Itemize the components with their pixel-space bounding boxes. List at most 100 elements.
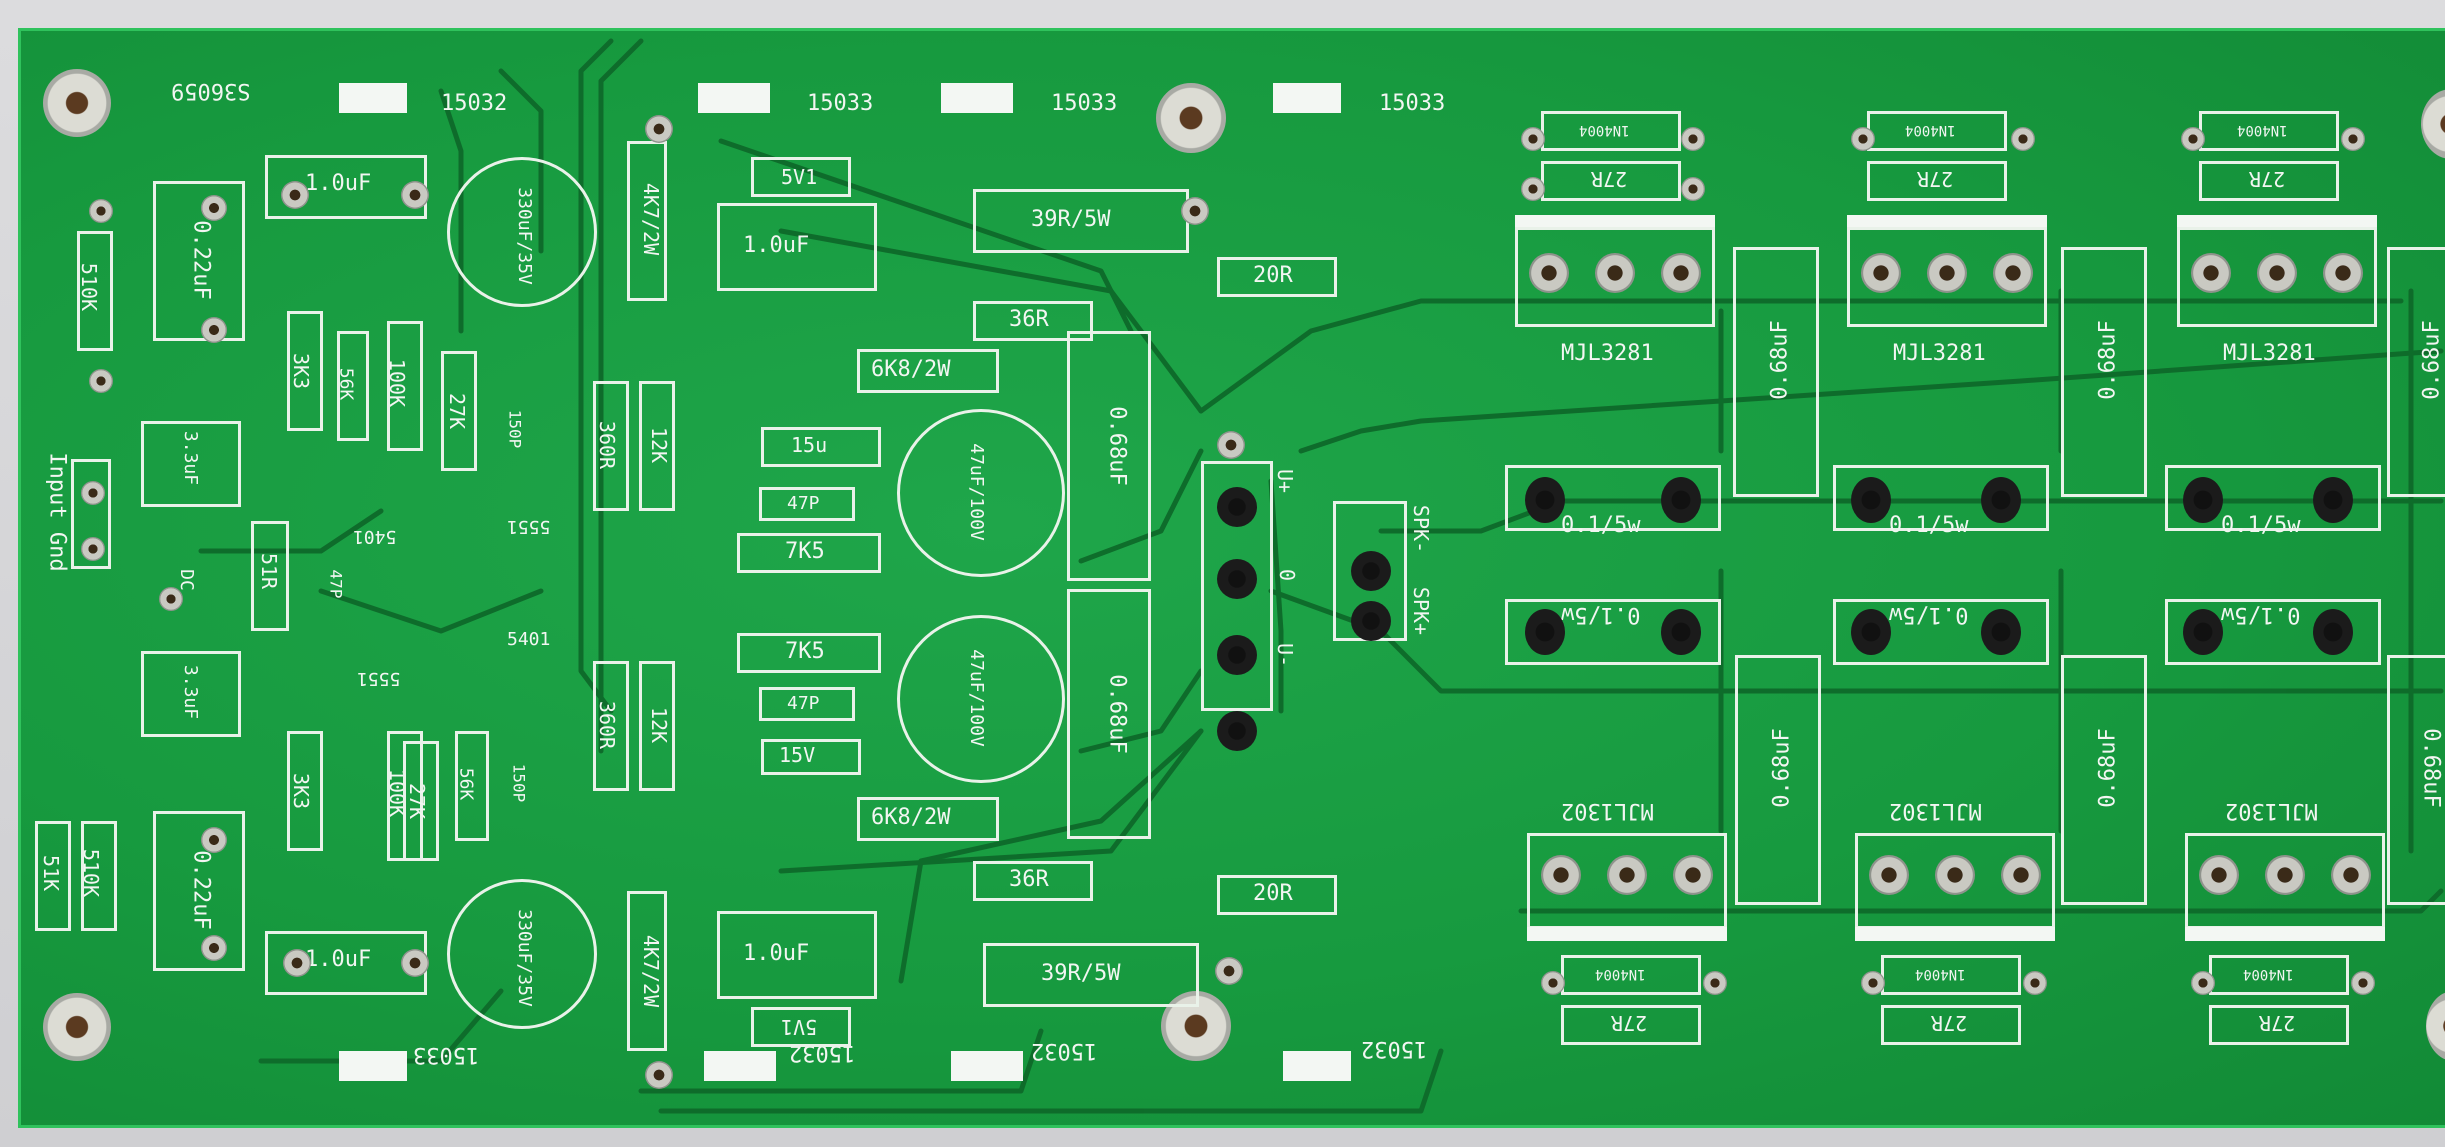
resistor-label-36r-top: 36R <box>1009 307 1049 332</box>
transistor-hole <box>1541 855 1581 895</box>
pad <box>89 199 113 223</box>
resistor-outline <box>639 381 675 511</box>
transistor-hole <box>1673 855 1713 895</box>
transistor-hole <box>1529 253 1569 293</box>
emitter-resistor-outline <box>2165 599 2381 665</box>
pad <box>1703 971 1727 995</box>
transistor-label-15033-top-2: 15033 <box>1051 91 1118 116</box>
transistor-hole <box>1661 253 1701 293</box>
capacitor-330-outline-top <box>447 157 597 307</box>
capacitor-outline <box>2387 655 2445 905</box>
resistor-outline <box>403 741 439 861</box>
capacitor-label-068-top-1: 0.68uF <box>1767 320 1793 400</box>
resistor-label-27r-bottom-3: 27R <box>2259 1011 2296 1035</box>
emitter-resistor-label-bottom-2: 0.1/5w <box>1889 602 1969 627</box>
resistor-label-27k-bottom: 27K <box>405 782 430 820</box>
transistor-hole <box>1861 253 1901 293</box>
output-pad <box>2313 609 2353 655</box>
capacitor-label-47p-center-bottom: 47P <box>787 693 820 714</box>
resistor-outline <box>737 633 881 673</box>
emitter-resistor-outline <box>1833 599 2049 665</box>
pad <box>401 181 429 209</box>
pad <box>89 369 113 393</box>
resistor-label-7k5-bottom: 7K5 <box>785 639 825 664</box>
resistor-outline <box>287 311 323 431</box>
transistor-hole <box>1607 855 1647 895</box>
zener-label-5v1-bottom: 5V1 <box>781 1015 818 1039</box>
silkscreen-strip <box>1283 1051 1351 1081</box>
power-transistor-label-mjl3281-1: MJL3281 <box>1561 341 1654 366</box>
capacitor-label-33-top: 3.3uF <box>180 430 202 486</box>
transistor-hole <box>1595 253 1635 293</box>
capacitor-label-10-bottom-center: 1.0uF <box>743 941 810 966</box>
resistor-outline <box>441 351 477 471</box>
capacitor-outline <box>2061 247 2147 497</box>
output-pad <box>2183 477 2223 523</box>
capacitor-outline <box>759 487 855 521</box>
emitter-resistor-outline <box>1833 465 2049 531</box>
resistor-outline <box>593 661 629 791</box>
pad <box>81 481 105 505</box>
resistor-outline <box>2199 161 2339 201</box>
resistor-outline <box>857 797 999 841</box>
pad <box>283 949 311 977</box>
resistor-label-3k3-top: 3K3 <box>289 352 314 390</box>
resistor-label-56k-top: 56K <box>335 367 357 401</box>
resistor-label-12k-bottom: 12K <box>647 706 672 744</box>
resistor-outline <box>2209 1005 2349 1045</box>
transistor-hole <box>2191 253 2231 293</box>
capacitor-outline <box>153 811 245 971</box>
capacitor-label-10-top-center: 1.0uF <box>743 233 810 258</box>
pad <box>2181 127 2205 151</box>
output-pad <box>1661 609 1701 655</box>
dc-label: DC <box>175 569 197 591</box>
capacitor-label-022-top: 0.22uF <box>188 220 214 300</box>
output-pad <box>2313 477 2353 523</box>
supply-pad <box>1217 635 1257 675</box>
resistor-outline <box>387 321 423 451</box>
output-pad <box>1981 477 2021 523</box>
resistor-outline <box>1217 257 1337 297</box>
silkscreen-strip <box>951 1051 1023 1081</box>
copper-traces <box>198 38 2444 1114</box>
speaker-pad <box>1351 601 1391 641</box>
output-pad <box>1851 609 1891 655</box>
pad <box>201 827 227 853</box>
pad <box>2191 971 2215 995</box>
emitter-resistor-label-bottom-1: 0.1/5w <box>1561 602 1641 627</box>
pad <box>1851 127 1875 151</box>
resistor-outline <box>1867 161 2007 201</box>
pcb-board: S36059 15032 15033 15033 15033 15033 150… <box>18 28 2445 1128</box>
capacitor-label-150p-top: 150P <box>505 409 525 449</box>
capacitor-label-47p-left: 47P <box>326 569 346 599</box>
resistor-label-27r-top-1: 27R <box>1591 167 1628 191</box>
pad <box>2341 127 2365 151</box>
resistor-outline <box>1881 1005 2021 1045</box>
transistor-hole <box>1993 253 2033 293</box>
capacitor-outline <box>2387 247 2445 497</box>
resistor-label-27r-bottom-1: 27R <box>1611 1011 1648 1035</box>
resistor-label-39r-top: 39R/5W <box>1031 207 1111 232</box>
silkscreen-strip <box>1515 215 1715 229</box>
capacitor-47u-outline-top <box>897 409 1065 577</box>
capacitor-label-068-bottom-2: 0.68uF <box>2095 728 2121 808</box>
resistor-outline <box>77 231 113 351</box>
input-connector <box>71 459 111 569</box>
resistor-label-27k-top: 27K <box>445 392 470 430</box>
capacitor-label-068-top-2: 0.68uF <box>2095 320 2121 400</box>
diode-label-bottom-1: 1N4004 <box>1595 966 1646 982</box>
pad <box>1521 127 1545 151</box>
pad <box>1681 127 1705 151</box>
resistor-outline <box>337 331 369 441</box>
zener-label-5v1-top: 5V1 <box>781 165 818 189</box>
resistor-label-39r-bottom: 39R/5W <box>1041 961 1121 986</box>
capacitor-outline <box>1067 331 1151 581</box>
output-pad <box>1525 609 1565 655</box>
resistor-label-56k-bottom: 56K <box>455 767 477 801</box>
capacitor-label-10-top-left: 1.0uF <box>305 171 372 196</box>
power-transistor-outline <box>1515 227 1715 327</box>
resistor-outline <box>983 943 1199 1007</box>
capacitor-label-15u-top: 15u <box>791 433 828 457</box>
emitter-resistor-label-top-1: 0.1/5w <box>1561 513 1641 538</box>
resistor-label-360r-bottom: 360R <box>595 700 620 750</box>
